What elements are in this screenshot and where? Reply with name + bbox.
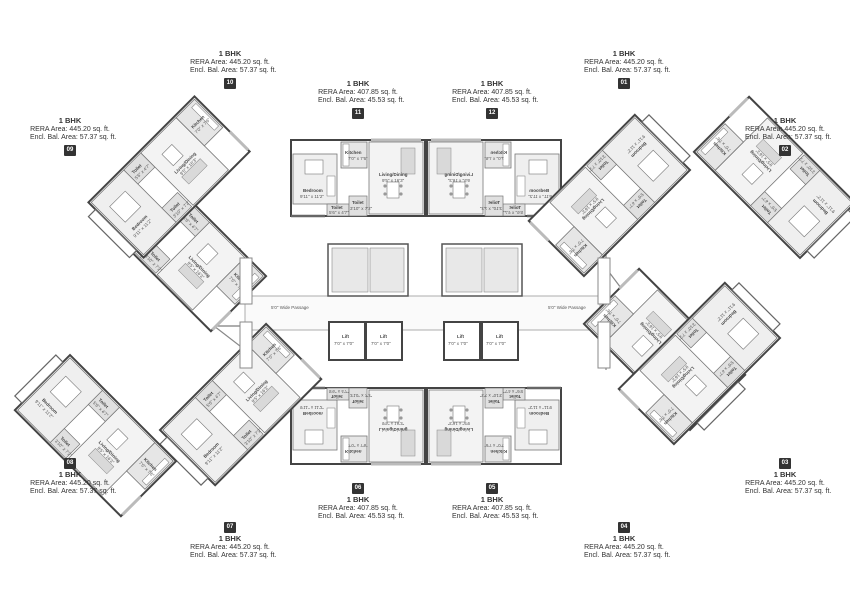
unit-06-plan: [289, 386, 427, 466]
unit-label-04: 04 1 BHK RERA Area: 445.20 sq. ft. Encl.…: [584, 522, 671, 559]
unit-05-plan: [425, 386, 563, 466]
passage-label-left: 5'0" Wide Passage: [271, 305, 309, 310]
lift-label: Lift: [457, 334, 464, 339]
unit-label-07: 07 1 BHK RERA Area: 445.20 sq. ft. Encl.…: [190, 522, 277, 559]
unit-number-badge: 07: [224, 522, 236, 533]
svg-text:7'0" x 7'0": 7'0" x 7'0": [334, 341, 354, 346]
svg-text:7'0" x 7'0": 7'0" x 7'0": [486, 341, 506, 346]
unit-label-11: 1 BHK RERA Area: 407.85 sq. ft. Encl. Ba…: [318, 79, 404, 119]
unit-label-03: 03 1 BHK RERA Area: 445.20 sq. ft. Encl.…: [745, 458, 832, 495]
unit-number-badge: 04: [618, 522, 630, 533]
unit-number-badge: 02: [779, 144, 791, 156]
unit-number-badge: 10: [224, 77, 236, 89]
passage-label-right: 5'0" Wide Passage: [548, 305, 586, 310]
unit-label-05: 05 1 BHK RERA Area: 407.85 sq. ft. Encl.…: [452, 483, 539, 520]
unit-number-badge: 12: [486, 107, 498, 119]
lift-label: Lift: [342, 334, 349, 339]
central-core: Lift 7'0" x 7'0" Lift 7'0" x 7'0" Lift 7…: [205, 243, 643, 370]
lift-label: Lift: [496, 334, 503, 339]
unit-number-badge: 11: [352, 107, 364, 119]
unit-number-badge: 01: [618, 77, 630, 89]
unit-number-badge: 03: [779, 458, 791, 469]
unit-label-02: 1 BHK RERA Area: 445.20 sq. ft. Encl. Ba…: [745, 116, 831, 156]
unit-label-12: 1 BHK RERA Area: 407.85 sq. ft. Encl. Ba…: [452, 79, 538, 119]
unit-number-badge: 09: [64, 144, 76, 156]
unit-label-10: 1 BHK RERA Area: 445.20 sq. ft. Encl. Ba…: [190, 49, 276, 89]
unit-11-plan: [289, 138, 427, 218]
staircase-right: [441, 243, 523, 297]
staircase-left: [327, 243, 409, 297]
lift-label: Lift: [380, 334, 387, 339]
svg-text:7'0" x 7'0": 7'0" x 7'0": [448, 341, 468, 346]
unit-12-plan: [425, 138, 563, 218]
unit-label-01: 1 BHK RERA Area: 445.20 sq. ft. Encl. Ba…: [584, 49, 670, 89]
lifts: Lift 7'0" x 7'0" Lift 7'0" x 7'0" Lift 7…: [328, 321, 519, 361]
unit-label-06: 06 1 BHK RERA Area: 407.85 sq. ft. Encl.…: [318, 483, 405, 520]
unit-label-08: 08 1 BHK RERA Area: 445.20 sq. ft. Encl.…: [30, 458, 117, 495]
unit-number-badge: 06: [352, 483, 364, 494]
unit-label-09: 1 BHK RERA Area: 445.20 sq. ft. Encl. Ba…: [30, 116, 116, 156]
unit-number-badge: 08: [64, 458, 76, 469]
unit-number-badge: 05: [486, 483, 498, 494]
svg-text:7'0" x 7'0": 7'0" x 7'0": [371, 341, 391, 346]
